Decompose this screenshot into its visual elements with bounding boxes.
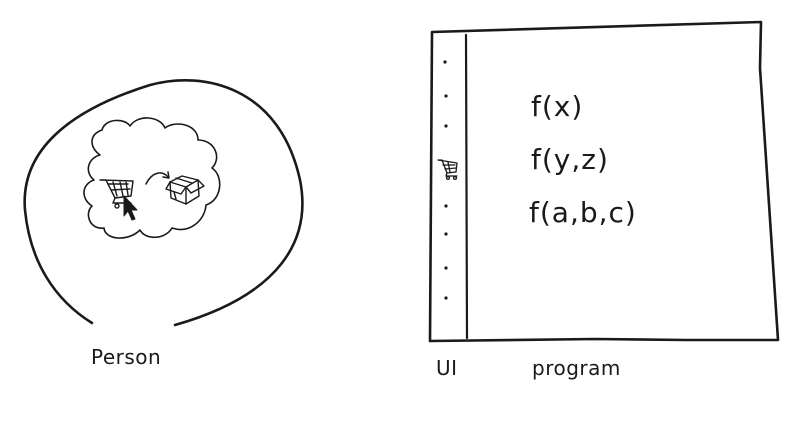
function-signature: f(a,b,c)	[529, 196, 637, 229]
ui-list-item[interactable]	[444, 266, 448, 270]
program-window-frame	[428, 20, 780, 343]
ui-list-item[interactable]	[444, 296, 448, 300]
ui-label: UI	[436, 356, 458, 380]
ui-strip-divider	[464, 33, 469, 340]
ui-strip-items	[443, 60, 448, 300]
shopping-cart-icon	[99, 179, 134, 209]
package-box-icon	[165, 175, 205, 205]
person-group: Person	[23, 79, 304, 369]
function-signature: f(y,z)	[531, 143, 609, 176]
program-group: f(x) f(y,z) f(a,b,c) UI program	[428, 20, 780, 380]
person-label: Person	[91, 345, 161, 369]
ui-list-item[interactable]	[444, 204, 448, 208]
program-label: program	[532, 356, 621, 380]
ui-list-item[interactable]	[444, 232, 448, 236]
ui-list-item[interactable]	[444, 94, 448, 98]
ui-list-item[interactable]	[444, 124, 448, 128]
mouse-pointer-icon	[123, 195, 138, 221]
transition-arrow	[145, 171, 170, 185]
ui-cart-icon[interactable]	[437, 159, 458, 181]
function-signature: f(x)	[531, 90, 583, 123]
ui-list-item[interactable]	[443, 60, 447, 64]
person-head-outline	[23, 79, 304, 327]
thought-cloud	[83, 117, 221, 239]
